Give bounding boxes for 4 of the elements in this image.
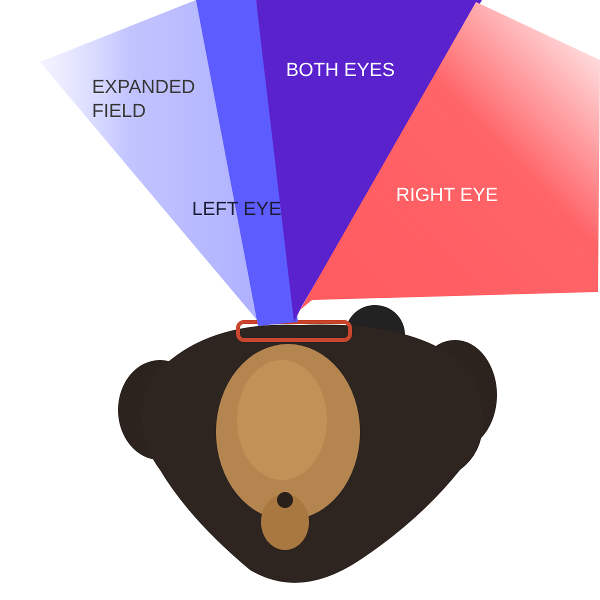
region-label: BOTH EYES	[286, 59, 396, 83]
region-label: EXPANDED FIELD	[92, 76, 196, 124]
region-label: RIGHT EYE	[396, 184, 500, 208]
region-label: LEFT EYE	[192, 198, 282, 222]
